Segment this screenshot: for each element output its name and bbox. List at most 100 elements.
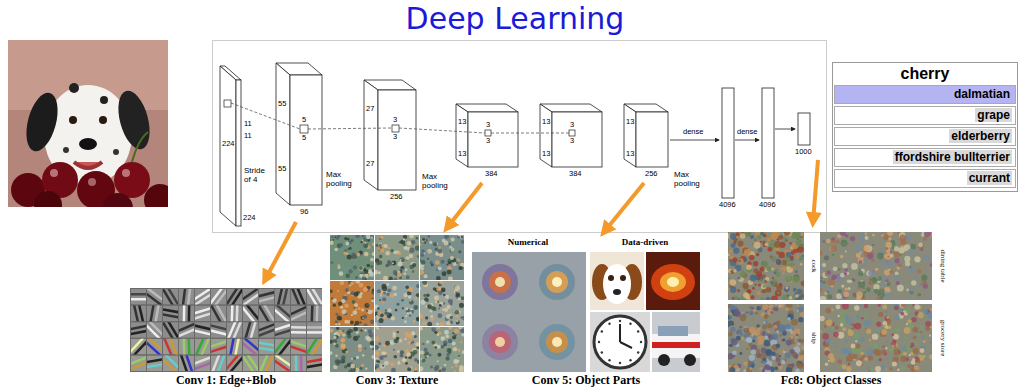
shape (442, 367, 446, 371)
shape (820, 277, 822, 279)
shape (733, 248, 739, 254)
shape (855, 344, 860, 349)
layer-note: Stride of 4 (244, 166, 272, 184)
shape (489, 271, 511, 293)
shape (790, 335, 794, 339)
shape (361, 364, 364, 367)
shape (850, 325, 854, 329)
shape (793, 276, 800, 283)
shape (362, 354, 365, 357)
shape (160, 352, 182, 374)
shape (377, 289, 381, 293)
shape (769, 304, 774, 309)
shape (375, 337, 379, 341)
kernel-line (231, 103, 300, 129)
shape (786, 340, 792, 346)
texture-tile (373, 233, 420, 281)
shape (729, 367, 735, 373)
shape (431, 341, 435, 345)
shape (194, 335, 206, 358)
shape (142, 358, 167, 369)
shape (913, 275, 916, 278)
shape (774, 307, 779, 312)
shape (126, 329, 150, 336)
shape (820, 330, 822, 332)
shape (900, 254, 902, 256)
shape (764, 314, 769, 319)
shape (764, 242, 768, 246)
shape (894, 326, 901, 333)
shape (658, 326, 688, 336)
shape (784, 352, 790, 358)
shape (837, 359, 842, 364)
shape (746, 337, 751, 342)
shape (794, 354, 799, 359)
shape (174, 322, 197, 334)
shape (880, 281, 885, 286)
shape (750, 275, 757, 282)
filter (211, 351, 227, 376)
shape (844, 234, 847, 237)
shape (845, 250, 847, 252)
shape (342, 296, 346, 300)
shape (848, 363, 851, 366)
shape (620, 342, 632, 348)
shape (382, 365, 384, 367)
shape (374, 367, 377, 370)
dimension-label: dense (737, 128, 757, 136)
shape (898, 263, 902, 267)
shape (333, 342, 336, 345)
shape (354, 307, 356, 309)
shape (409, 315, 411, 317)
shape (225, 285, 240, 306)
shape (412, 270, 415, 273)
dimension-label: 384 (569, 170, 582, 178)
class-label: grape (975, 108, 1012, 122)
shape (416, 284, 420, 288)
shape (259, 339, 274, 355)
shape (340, 281, 345, 286)
shape (333, 303, 336, 306)
shape (352, 300, 356, 304)
shape (355, 276, 358, 279)
filter (253, 289, 278, 305)
shape (912, 358, 915, 361)
shape (777, 248, 779, 250)
shape (787, 317, 790, 320)
shape (438, 308, 440, 310)
shape (782, 294, 789, 301)
shape (127, 336, 149, 359)
shape (354, 292, 359, 297)
shape (329, 289, 332, 292)
shape (448, 299, 453, 304)
shape (835, 345, 837, 347)
shape (797, 362, 804, 369)
shape (774, 241, 781, 248)
shape (772, 334, 778, 340)
shape (179, 353, 189, 377)
shape (253, 290, 278, 303)
shape (594, 316, 646, 368)
shape (337, 316, 342, 321)
shape (379, 318, 384, 323)
shape (414, 368, 417, 371)
shape (827, 294, 832, 299)
shape (737, 329, 742, 334)
shape (730, 270, 733, 273)
shape (746, 265, 752, 271)
shape (848, 330, 854, 336)
shape (399, 339, 403, 343)
shape (749, 306, 751, 308)
shape (331, 261, 334, 264)
kernel (300, 125, 308, 133)
filter (303, 322, 327, 338)
shape (436, 276, 441, 281)
shape (801, 345, 805, 349)
shape (422, 359, 426, 363)
shape (338, 334, 340, 336)
shape (917, 360, 920, 363)
shape (335, 354, 338, 357)
shape (863, 258, 866, 261)
shape (387, 288, 391, 292)
shape (385, 341, 390, 346)
